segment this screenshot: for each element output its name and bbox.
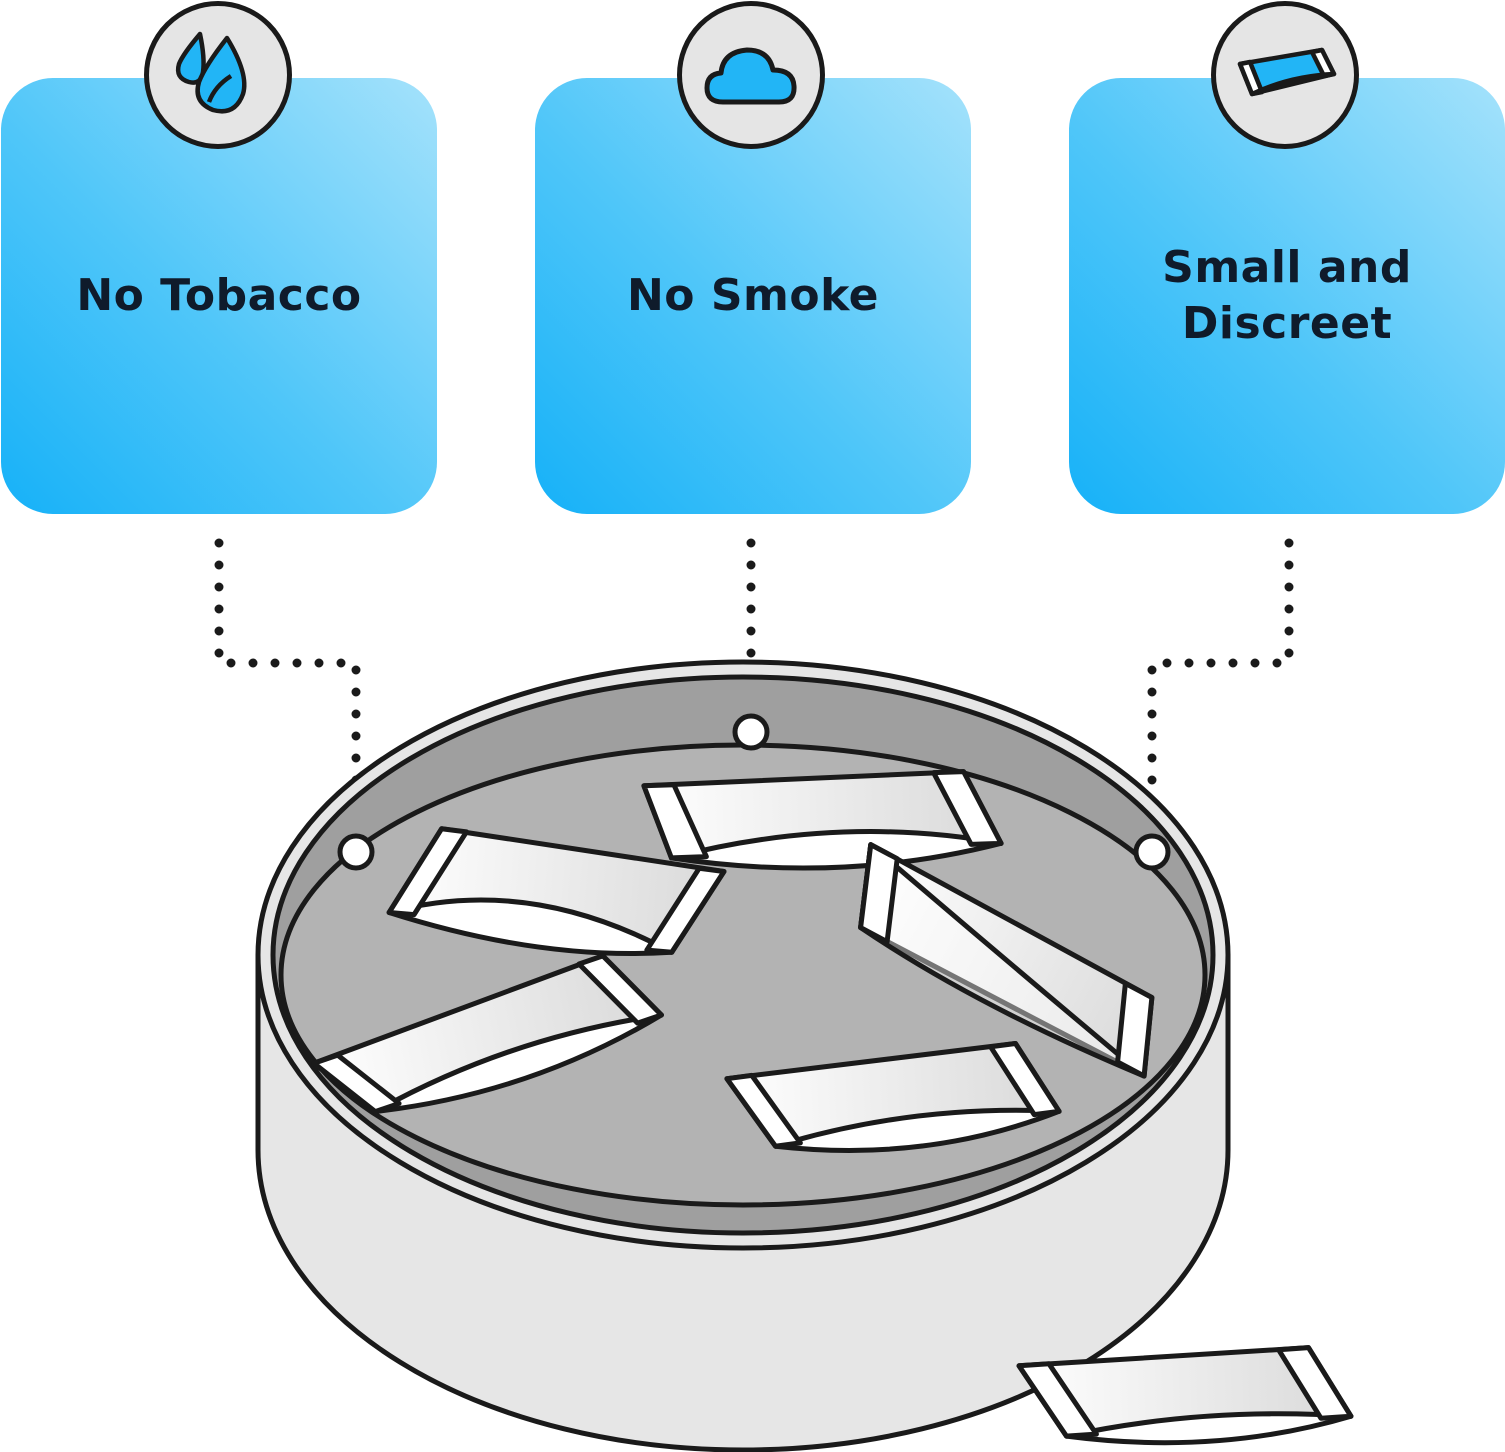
pouches	[311, 769, 1155, 1153]
feature-label: No Smoke	[626, 270, 880, 321]
pouch	[311, 953, 664, 1115]
feature-card-small-discreet: Small and Discreet	[1069, 78, 1505, 514]
feature-label: Small and Discreet	[1162, 242, 1412, 349]
pouch-icon	[1237, 47, 1337, 97]
connector-endpoints	[337, 713, 1171, 871]
endpoint-circle	[732, 713, 770, 751]
feature-card-no-tobacco: No Tobacco	[1, 78, 437, 514]
feature-card-no-smoke: No Smoke	[535, 78, 971, 514]
cloud-icon	[704, 47, 797, 105]
badge-no-smoke	[677, 1, 825, 149]
loose-pouch	[1016, 1345, 1354, 1446]
connector-small-discreet	[1147, 538, 1294, 817]
pouch	[858, 842, 1155, 1079]
water-drops-icon	[175, 31, 247, 114]
pouch	[386, 826, 727, 957]
pouch	[641, 769, 1004, 871]
badge-no-tobacco	[144, 1, 292, 149]
feature-label: No Tobacco	[76, 270, 362, 321]
pouch	[724, 1041, 1062, 1153]
endpoint-circle	[337, 833, 375, 871]
endpoint-circle	[1133, 833, 1171, 871]
connector-no-tobacco	[214, 538, 361, 817]
badge-small-discreet	[1211, 1, 1359, 149]
